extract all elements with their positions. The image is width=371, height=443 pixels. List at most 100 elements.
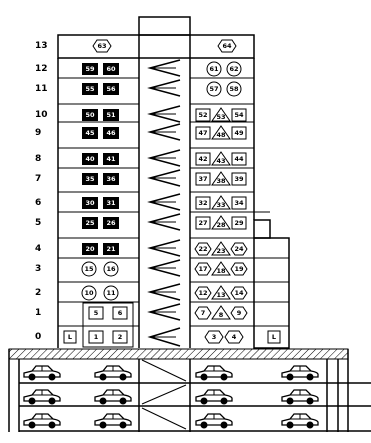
- car-icon: [23, 365, 61, 381]
- unit-square: 54: [231, 108, 247, 122]
- unit-circle: 57: [206, 81, 222, 97]
- car-icon: [94, 413, 132, 429]
- unit-number: 1: [94, 333, 99, 341]
- unit-number: 45: [85, 129, 95, 137]
- unit-square: 21: [103, 243, 119, 255]
- unit-square: 32: [195, 196, 211, 210]
- car-icon: [195, 389, 233, 405]
- unit-square: 19: [230, 262, 248, 276]
- unit-number: 4: [232, 333, 237, 341]
- unit-number: 53: [216, 113, 225, 121]
- unit-number: 50: [85, 111, 95, 119]
- floor-label: 5: [35, 218, 41, 228]
- unit-number: 60: [106, 65, 116, 73]
- floor-label: 4: [35, 244, 41, 254]
- floor-label: 11: [35, 84, 48, 94]
- unit-square: 7: [194, 306, 212, 320]
- unit-number: 61: [209, 65, 219, 73]
- unit-square: 35: [82, 173, 98, 185]
- unit-number: 42: [198, 155, 207, 163]
- unit-triangle: 33: [211, 195, 231, 210]
- unit-square: 55: [82, 83, 98, 95]
- unit-triangle: 23: [211, 241, 231, 256]
- unit-number: 41: [106, 155, 116, 163]
- unit-square: 46: [103, 127, 119, 139]
- unit-number: 64: [222, 42, 232, 50]
- unit-number: 26: [106, 219, 116, 227]
- unit-square: 24: [230, 242, 248, 256]
- unit-number: 55: [85, 85, 95, 93]
- lobby-mark: L: [63, 330, 77, 344]
- lobby-label: L: [272, 333, 276, 341]
- unit-circle: 11: [103, 285, 119, 301]
- unit-triangle: 28: [211, 215, 231, 230]
- car-icon: [23, 389, 61, 405]
- unit-triangle: 53: [211, 107, 231, 122]
- unit-number: 34: [234, 199, 244, 207]
- unit-box: 1: [88, 330, 104, 344]
- unit-number: 29: [234, 219, 244, 227]
- car-icon: [281, 389, 319, 405]
- unit-square: 25: [82, 217, 98, 229]
- unit-square: 20: [82, 243, 98, 255]
- unit-number: 44: [234, 155, 244, 163]
- unit-square: 42: [195, 152, 211, 166]
- unit-square: 47: [195, 126, 211, 140]
- unit-square: 14: [230, 286, 248, 300]
- unit-number: 51: [106, 111, 116, 119]
- unit-number: 17: [198, 265, 207, 273]
- unit-number: 20: [85, 245, 95, 253]
- unit-number: 52: [198, 111, 207, 119]
- unit-number: 35: [85, 175, 95, 183]
- unit-number: 9: [237, 309, 242, 317]
- unit-number: 8: [219, 311, 224, 319]
- unit-square: 31: [103, 197, 119, 209]
- unit-square: 30: [82, 197, 98, 209]
- unit-triangle: 48: [211, 125, 231, 140]
- floor-label: 6: [35, 198, 41, 208]
- unit-number: 18: [216, 267, 226, 275]
- unit-number: 16: [106, 265, 116, 273]
- unit-circle: 58: [226, 81, 242, 97]
- unit-hexagon: 4: [224, 330, 244, 344]
- floor-label: 13: [35, 41, 48, 51]
- unit-square: 12: [194, 286, 212, 300]
- unit-number: 7: [201, 309, 206, 317]
- unit-box: 5: [88, 306, 104, 320]
- unit-number: 28: [216, 221, 226, 229]
- unit-box: 6: [112, 306, 128, 320]
- unit-number: 47: [198, 129, 207, 137]
- unit-square: 29: [231, 216, 247, 230]
- unit-square: 59: [82, 63, 98, 75]
- unit-square: 56: [103, 83, 119, 95]
- unit-number: 5: [94, 309, 99, 317]
- floor-label: 3: [35, 264, 41, 274]
- lobby-mark: L: [267, 330, 281, 344]
- unit-number: 32: [198, 199, 207, 207]
- unit-number: 57: [209, 85, 218, 93]
- car-icon: [195, 413, 233, 429]
- unit-hexagon: 64: [217, 39, 237, 53]
- unit-number: 59: [85, 65, 95, 73]
- floor-label: 7: [35, 174, 41, 184]
- unit-number: 24: [234, 245, 244, 253]
- unit-square: 49: [231, 126, 247, 140]
- unit-number: 15: [84, 265, 94, 273]
- unit-square: 17: [194, 262, 212, 276]
- unit-triangle: 43: [211, 151, 231, 166]
- unit-triangle: 13: [211, 285, 231, 300]
- unit-number: 49: [234, 129, 244, 137]
- unit-number: 46: [106, 129, 116, 137]
- unit-number: 62: [229, 65, 238, 73]
- unit-square: 44: [231, 152, 247, 166]
- floor-label: 2: [35, 288, 41, 298]
- unit-number: 40: [85, 155, 95, 163]
- unit-number: 31: [106, 199, 116, 207]
- unit-number: 33: [216, 201, 225, 209]
- unit-triangle: 18: [211, 261, 231, 276]
- unit-number: 19: [234, 265, 244, 273]
- car-icon: [281, 413, 319, 429]
- unit-square: 36: [103, 173, 119, 185]
